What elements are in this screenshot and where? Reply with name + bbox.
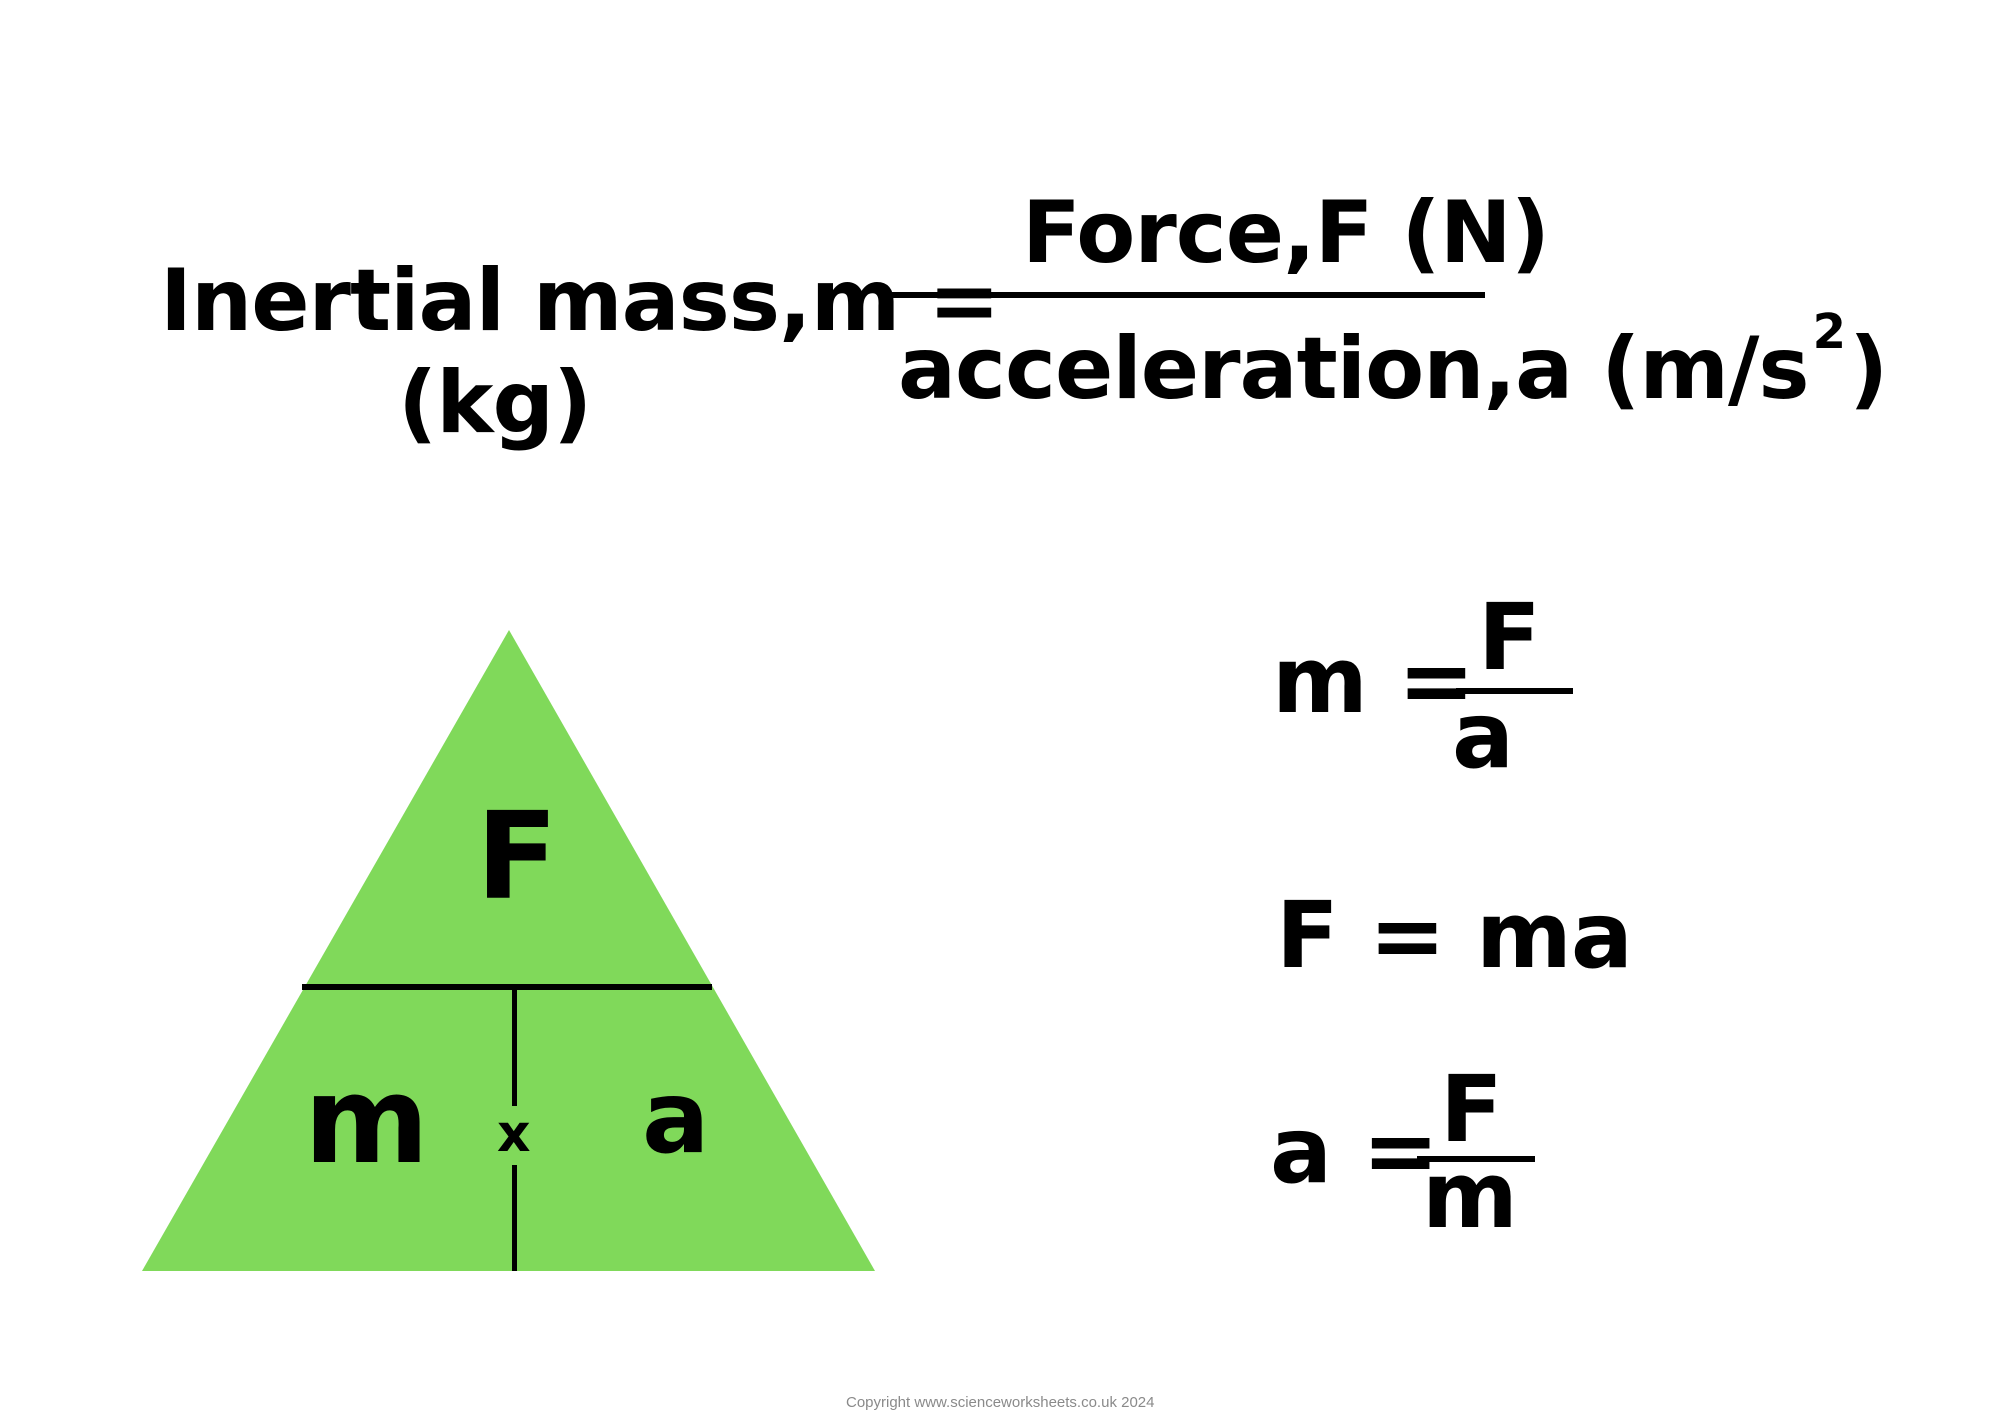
acceleration-equation-lhs: a = (1270, 1097, 1439, 1204)
mass-label: Inertial mass,m = (160, 251, 1000, 351)
mass-equation-numerator: F (1478, 584, 1541, 691)
triangle-multiply-operator: x (497, 1104, 531, 1164)
triangle-shape (142, 630, 875, 1271)
acceleration-equation-fraction-bar (1417, 1156, 1535, 1162)
triangle-vertical-divider-upper (512, 988, 517, 1106)
mass-unit: (kg) (398, 353, 592, 453)
mass-equation-fraction-bar (1456, 688, 1573, 694)
triangle-horizontal-divider (302, 984, 712, 990)
acceleration-text: acceleration,a (m/s (898, 319, 1810, 419)
mass-equation-denominator: a (1452, 682, 1514, 789)
force-equation: F = ma (1276, 882, 1633, 989)
force-numerator: Force,F (N) (1022, 183, 1550, 283)
copyright-notice: Copyright www.scienceworksheets.co.uk 20… (846, 1394, 1155, 1411)
triangle-force-label: F (476, 788, 558, 927)
acceleration-denominator: acceleration,a (m/s2) (898, 308, 1888, 412)
triangle-vertical-divider-lower (512, 1165, 517, 1271)
mass-equation-lhs: m = (1272, 627, 1475, 734)
acceleration-equation-numerator: F (1440, 1056, 1503, 1163)
triangle-acceleration-label: a (642, 1059, 710, 1176)
squared-exponent: 2 (1812, 304, 1846, 360)
triangle-mass-label: m (304, 1052, 429, 1191)
acceleration-equation-denominator: m (1422, 1142, 1518, 1249)
main-fraction-bar (878, 292, 1485, 298)
acceleration-close-paren: ) (1849, 319, 1888, 419)
